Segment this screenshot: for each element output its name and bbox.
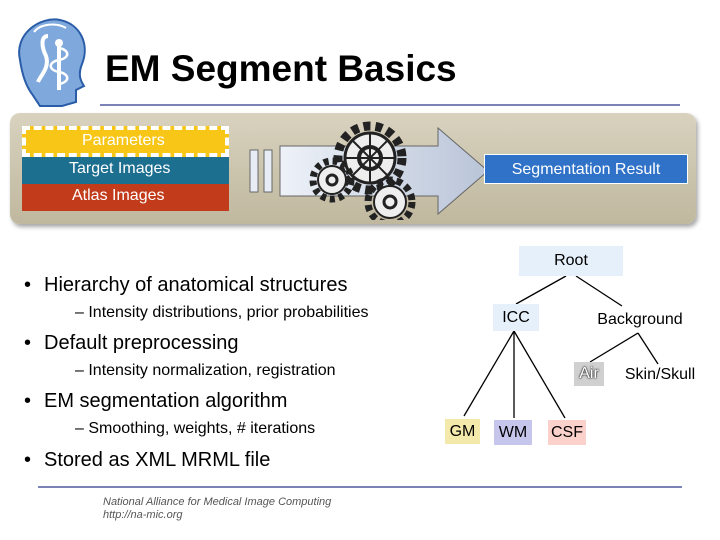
title-divider [100,104,680,106]
atlas-images-bar: Atlas Images [22,184,229,211]
namic-logo [18,18,86,107]
gear-small-icon [309,157,355,203]
gear-large-icon [333,121,407,195]
tree-node-air: Air [574,362,604,386]
tree-node-icc: ICC [493,304,539,331]
bullet-hierarchy: Hierarchy of anatomical structures [24,274,347,297]
subbullet-em-algorithm: – Smoothing, weights, # iterations [75,420,316,437]
subbullet-hierarchy: – Intensity distributions, prior probabi… [75,304,369,321]
footer-text: National Alliance for Medical Image Comp… [103,496,331,522]
slide-title: EM Segment Basics [105,48,457,89]
tree-node-skin-skull: Skin/Skull [624,366,696,383]
bullet-em-algorithm: EM segmentation algorithm [24,390,287,413]
stream-bar-2 [263,149,273,193]
stream-bar-1 [249,149,259,193]
bullet-preprocessing: Default preprocessing [24,332,239,355]
target-images-bar: Target Images [22,157,229,184]
subbullet-preprocessing: – Intensity normalization, registration [75,362,336,379]
footer-divider [38,486,682,488]
parameters-bar: Parameters [22,126,229,157]
tree-node-background: Background [597,311,683,328]
tree-node-csf: CSF [548,420,586,445]
tree-node-root: Root [519,246,623,276]
gear-bottom-icon [364,176,416,220]
footer-org: National Alliance for Medical Image Comp… [103,496,332,508]
segmentation-result-box: Segmentation Result [484,154,688,184]
gears-arrow-graphic [249,121,489,220]
hierarchy-tree-lines [463,275,659,419]
tree-node-wm: WM [494,420,532,445]
bullet-xml-mrml: Stored as XML MRML file [24,449,270,472]
footer-url: http://na-mic.org [103,509,183,521]
tree-node-gm: GM [445,419,480,444]
